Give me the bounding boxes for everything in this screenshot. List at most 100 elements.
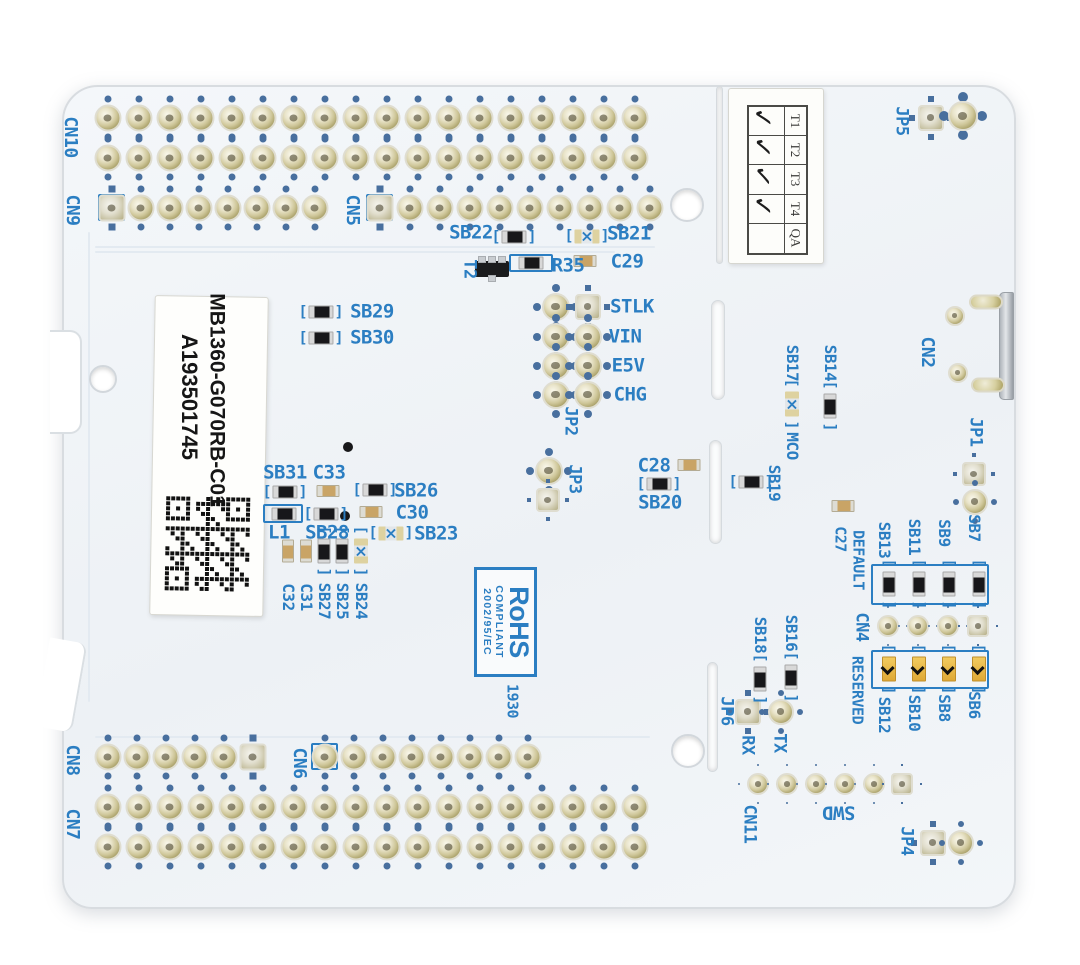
cn7-row2-pin-3 (156, 833, 184, 861)
sb29-comp: [] (298, 302, 344, 321)
sb21-comp: [] (564, 228, 610, 244)
cn7-row1-pin-13 (466, 793, 494, 821)
cn4-pad-4 (967, 615, 989, 637)
cn7-row2-pin-13 (466, 833, 494, 861)
cn10-row1-pin-2 (125, 104, 153, 132)
silk-jp3: JP3 (564, 464, 585, 494)
silk-sb28: SB28 (305, 521, 349, 544)
silk-sticker-line1: MB1360-G070RB-C01 (205, 293, 229, 507)
routed-slot-3 (709, 440, 722, 544)
silk-sb25: SB25 (333, 582, 352, 620)
cn7-row1-pin-10 (373, 793, 401, 821)
sb10-comp: [] (910, 643, 929, 695)
sb22-comp: [] (491, 227, 537, 246)
cn10-row2-pin-14 (497, 144, 525, 172)
cn7-row1-pin-9 (342, 793, 370, 821)
cn7-row1-pin-11 (404, 793, 432, 821)
cn5-pin-4 (456, 194, 484, 222)
silk-swd: SWD (822, 801, 856, 824)
sb9-comp: [] (940, 558, 959, 610)
silk-cn2: CN2 (917, 336, 938, 368)
cn9-pin-6 (243, 194, 271, 222)
cn10-row1-pin-16 (559, 104, 587, 132)
cn5-pin-5 (486, 194, 514, 222)
cn10-row2-pin-4 (187, 144, 215, 172)
cn9-pin-7 (272, 194, 300, 222)
cn7-row2-pin-8 (311, 833, 339, 861)
cn7-row2-pin-2 (125, 833, 153, 861)
cn10-row2-pin-13 (466, 144, 494, 172)
cn7-row1-pin-7 (280, 793, 308, 821)
cn7-row1-pin-2 (125, 793, 153, 821)
cn10-row2-pin-6 (249, 144, 277, 172)
cn8-pin-3 (152, 743, 180, 771)
cn10-row2-pin-18 (621, 144, 649, 172)
sb13-comp: [] (880, 558, 899, 610)
cn10-row2-pin-17 (590, 144, 618, 172)
cn8-pin-5 (210, 743, 238, 771)
cn9-pin-5 (214, 194, 242, 222)
via-dot-1 (343, 442, 353, 452)
cn10-row1-pin-18 (621, 104, 649, 132)
jp2-pad-stlk-2 (575, 294, 601, 320)
cn9-pin-2 (127, 194, 155, 222)
cn5-pin-8 (576, 194, 604, 222)
qa-row-t3: ✓T3 (745, 163, 806, 195)
cn7-row1-pin-6 (249, 793, 277, 821)
cn10-row1-pin-14 (497, 104, 525, 132)
silk-cn11: CN11 (739, 804, 760, 844)
jp2-pad-chg-1 (542, 381, 570, 409)
silk-sb16: SB16 (782, 614, 801, 652)
cn7-row2-pin-17 (590, 833, 618, 861)
cn2-pin-2 (948, 363, 968, 383)
sb27-comp: [] (315, 525, 334, 577)
c27-comp (831, 500, 855, 512)
cn7-row2-pin-4 (187, 833, 215, 861)
silk-sb20: SB20 (638, 491, 682, 514)
cn5-pin-6 (516, 194, 544, 222)
default-group-outline (871, 564, 989, 605)
jp3-pad-2 (536, 488, 560, 512)
cn10-row1-pin-8 (311, 104, 339, 132)
cn10-row1-pin-9 (342, 104, 370, 132)
silk-stlk: STLK (610, 295, 654, 318)
silk-c28: C28 (637, 454, 671, 477)
cn7-row2-pin-10 (373, 833, 401, 861)
cn7-row1-pin-18 (621, 793, 649, 821)
cn7-row2-pin-6 (249, 833, 277, 861)
rohs-logo: RoHS COMPLIANT 2002/95/EC (474, 567, 537, 677)
silk-sb8: SB8 (935, 694, 954, 722)
cn10-row2-pin-16 (559, 144, 587, 172)
cn6-pin-6 (456, 743, 484, 771)
cn7-row2-pin-5 (218, 833, 246, 861)
trace-1 (95, 246, 655, 248)
silk-c29: C29 (610, 250, 644, 273)
silk-sb29: SB29 (350, 300, 394, 323)
cn10-row1-pin-3 (156, 104, 184, 132)
jp5-pad-1 (918, 105, 944, 131)
cn7-row2-pin-18 (621, 833, 649, 861)
cn9-pin-1 (98, 194, 126, 222)
cn6-pin-4 (398, 743, 426, 771)
cn7-row2-pin-9 (342, 833, 370, 861)
silk-sb27: SB27 (315, 582, 334, 620)
l1-outline (263, 504, 303, 523)
silk-sb18: SB18 (751, 616, 770, 654)
silk-date-code: 1930 (503, 683, 522, 719)
cn6-pin-1 (311, 743, 339, 771)
jp4-pad-1 (920, 830, 946, 856)
jp6-pad-tx (768, 699, 794, 725)
silk-sb17: SB17 (783, 344, 802, 382)
cn7-row2-pin-1 (94, 833, 122, 861)
sb20-comp: [] (636, 474, 682, 493)
cn6-pin-5 (427, 743, 455, 771)
cn10-row1-pin-6 (249, 104, 277, 132)
cn2-shell-pad-1 (969, 294, 1003, 310)
silk-sb30: SB30 (350, 326, 394, 349)
cn7-row1-pin-1 (94, 793, 122, 821)
cn7-row1-pin-8 (311, 793, 339, 821)
silk-sb6: SB6 (965, 691, 984, 719)
cn10-row2-pin-15 (528, 144, 556, 172)
cn5-pin-1 (366, 194, 394, 222)
cn4-pad-3 (937, 615, 959, 637)
